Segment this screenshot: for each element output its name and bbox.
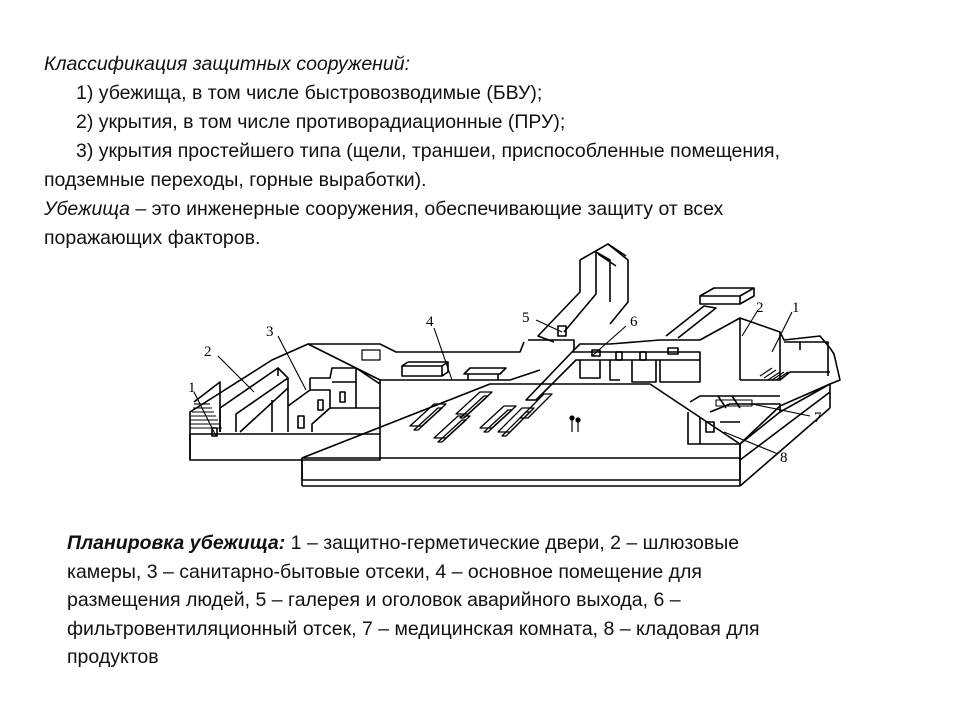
- classification-item-2: 2) укрытия, в том числе противорадиацион…: [76, 111, 566, 133]
- classification-heading: Классификация защитных сооружений:: [44, 53, 411, 75]
- label-right-7: 7: [814, 410, 822, 426]
- main-hall: [301, 341, 741, 487]
- label-right-2: 2: [756, 300, 764, 316]
- caption-line-3: размещения людей, 5 – галерея и оголовок…: [67, 589, 681, 611]
- label-center-4: 4: [426, 314, 434, 330]
- caption-line-4: фильтровентиляционный отсек, 7 – медицин…: [67, 617, 760, 640]
- label-left-1: 1: [188, 380, 196, 396]
- left-wing: [189, 343, 381, 461]
- layout-caption: Планировка убежища: 1 – защитно-герметич…: [67, 529, 867, 672]
- filter-ventilation-section: [525, 287, 755, 401]
- definition-line-1: Убежища – это инженерные сооружения, обе…: [44, 195, 924, 224]
- caption-line-1: Планировка убежища: 1 – защитно-герметич…: [67, 529, 867, 558]
- caption-title: Планировка убежища:: [67, 532, 286, 554]
- classification-item-1: 1) убежища, в том числе быстровозводимые…: [76, 82, 543, 104]
- right-wing: [687, 317, 841, 487]
- classification-item-3-line-1: 3) укрытия простейшего типа (щели, транш…: [76, 140, 781, 162]
- definition-text: – это инженерные сооружения, обеспечиваю…: [129, 198, 724, 220]
- label-right-8: 8: [780, 450, 788, 466]
- diagram-labels: 1 2 3 4 5 6 2 1 7 8: [188, 300, 822, 466]
- label-left-2: 2: [204, 344, 212, 360]
- classification-item-3-line-2: подземные переходы, горные выработки).: [44, 169, 427, 191]
- shelter-drawing: 1 2 3 4 5 6 2 1 7 8: [188, 243, 841, 487]
- label-right-1: 1: [792, 300, 800, 316]
- shelter-layout-diagram: 1 2 3 4 5 6 2 1 7 8: [180, 232, 860, 494]
- label-top-6: 6: [630, 314, 638, 330]
- leader-lines: [193, 309, 811, 455]
- label-left-3: 3: [266, 324, 274, 340]
- caption-line-2: камеры, 3 – санитарно-бытовые отсеки, 4 …: [67, 560, 702, 583]
- caption-line-5: продуктов: [67, 646, 159, 668]
- definition-term: Убежища: [44, 198, 130, 220]
- emergency-exit-gallery: [528, 243, 629, 350]
- definition-line-2: поражающих факторов.: [44, 227, 261, 249]
- classification-block: Классификация защитных сооружений: 1) уб…: [44, 50, 924, 253]
- caption-text-1: 1 – защитно-герметические двери, 2 – шлю…: [285, 532, 740, 554]
- label-top-5: 5: [522, 310, 530, 326]
